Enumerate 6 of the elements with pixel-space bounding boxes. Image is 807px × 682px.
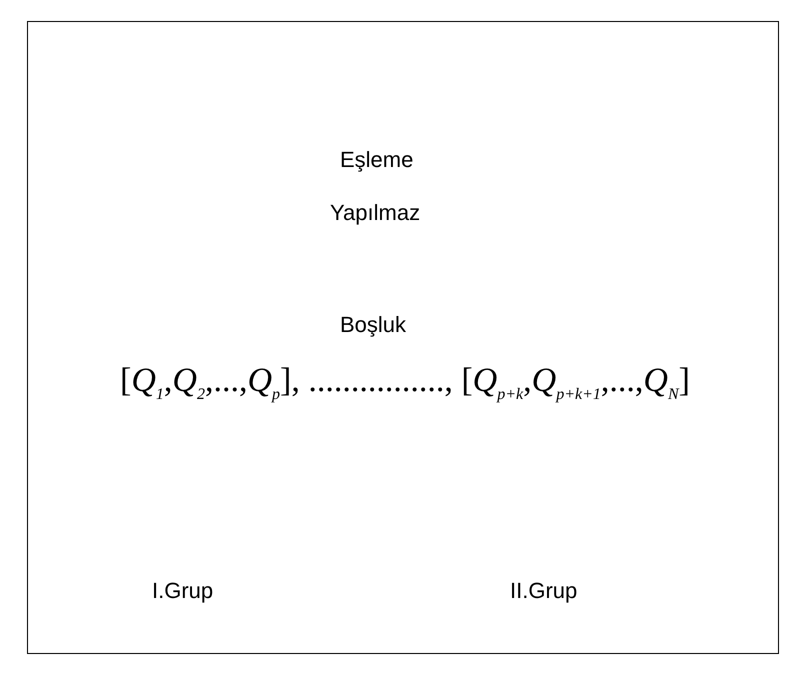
- label-text: Boşluk: [340, 312, 406, 338]
- label-text: Yapılmaz: [330, 200, 420, 226]
- label-text: II.Grup: [510, 578, 578, 604]
- formula-text: [Q$_{1}$,Q$_{2}$,...,Q$_{p}$], ................, [Q$_{p+k}$,Q$_{p+k+1}$,...,Q$_{N}$]: [120, 362, 690, 404]
- label-text: Eşleme: [340, 147, 414, 173]
- label-text: I.Grup: [152, 578, 214, 604]
